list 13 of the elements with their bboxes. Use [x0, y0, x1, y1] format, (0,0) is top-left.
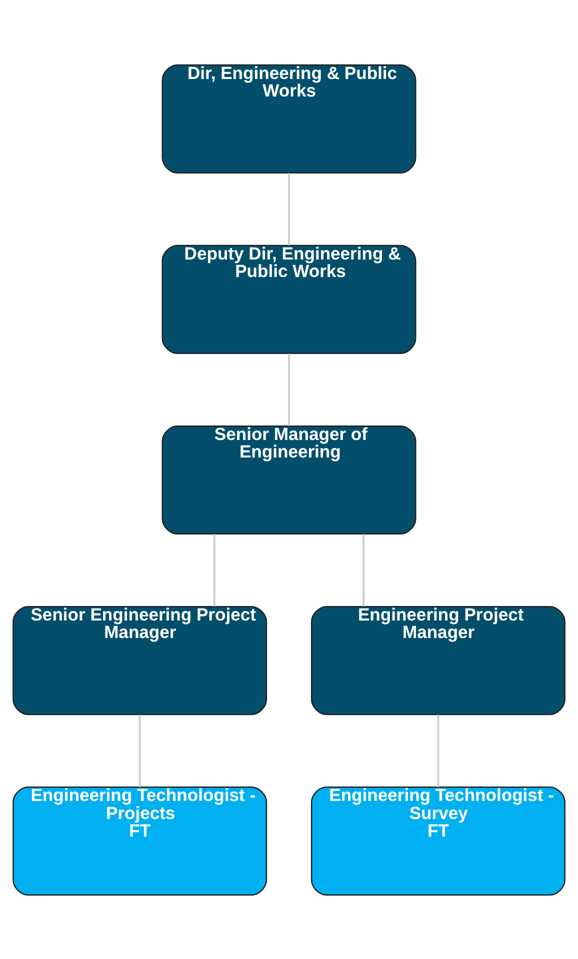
- connector: [437, 714, 440, 786]
- connector: [288, 353, 290, 426]
- node-box: Engineering Technologist - Projects FT: [12, 786, 268, 896]
- node-box: Deputy Dir, Engineering & Public Works: [162, 244, 416, 354]
- node-box: Engineering Project Manager: [310, 606, 566, 715]
- node-box: Senior Engineering Project Manager: [12, 606, 268, 715]
- connector: [288, 172, 290, 245]
- connector: [138, 714, 141, 786]
- node-box: Dir, Engineering & Public Works: [162, 64, 416, 173]
- node-box: Engineering Technologist - Survey FT: [310, 786, 566, 896]
- connector: [213, 534, 216, 606]
- node-box: Senior Manager of Engineering: [162, 424, 416, 534]
- connector: [362, 534, 365, 606]
